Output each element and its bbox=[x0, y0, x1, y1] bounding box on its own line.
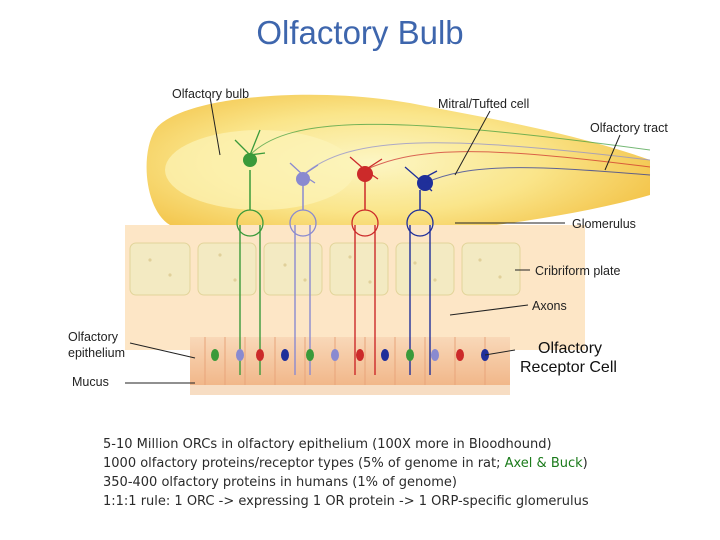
note-line-1: 5-10 Million ORCs in olfactory epitheliu… bbox=[103, 437, 552, 452]
label-mucus: Mucus bbox=[72, 375, 109, 389]
label-glomerulus: Glomerulus bbox=[572, 217, 636, 231]
note-line-2: 1000 olfactory proteins/receptor types (… bbox=[103, 454, 703, 473]
cribriform-plate bbox=[129, 242, 521, 296]
label-olfactory-epithelium-line2: epithelium bbox=[68, 346, 125, 360]
note-line-2-pre: 1000 olfactory proteins/receptor types (… bbox=[103, 456, 505, 471]
label-olfactory-epithelium: Olfactory epithelium bbox=[68, 329, 125, 361]
note-line-2-post: ) bbox=[582, 456, 588, 471]
label-olfactory-epithelium-line1: Olfactory bbox=[68, 330, 119, 344]
label-olfactory-tract: Olfactory tract bbox=[590, 121, 668, 135]
mucus-layer bbox=[190, 385, 510, 395]
note-line-3: 350-400 olfactory proteins in humans (1%… bbox=[103, 475, 457, 490]
page-title: Olfactory Bulb bbox=[256, 14, 464, 51]
diagram-illustration bbox=[125, 94, 651, 395]
note-line-4: 1:1:1 rule: 1 ORC -> expressing 1 OR pro… bbox=[103, 494, 589, 509]
label-cribriform-plate: Cribriform plate bbox=[535, 264, 621, 278]
label-orc-line2: Receptor Cell bbox=[520, 359, 617, 376]
mitral-cells bbox=[234, 123, 651, 210]
olfactory-bulb-diagram: Olfactory bulb Mitral/Tufted cell Olfact… bbox=[60, 75, 670, 415]
receptor-cells bbox=[211, 349, 489, 361]
note-line-2-highlight: Axel & Buck bbox=[504, 456, 583, 471]
label-axons: Axons bbox=[532, 299, 567, 313]
label-mitral-tufted-cell: Mitral/Tufted cell bbox=[438, 97, 530, 111]
label-olfactory-receptor-cell: Olfactory Receptor Cell bbox=[520, 339, 617, 377]
notes: 5-10 Million ORCs in olfactory epitheliu… bbox=[103, 435, 703, 511]
label-orc-line1: Olfactory bbox=[538, 340, 603, 357]
olfactory-epithelium bbox=[190, 337, 510, 385]
label-olfactory-bulb: Olfactory bulb bbox=[172, 87, 250, 101]
